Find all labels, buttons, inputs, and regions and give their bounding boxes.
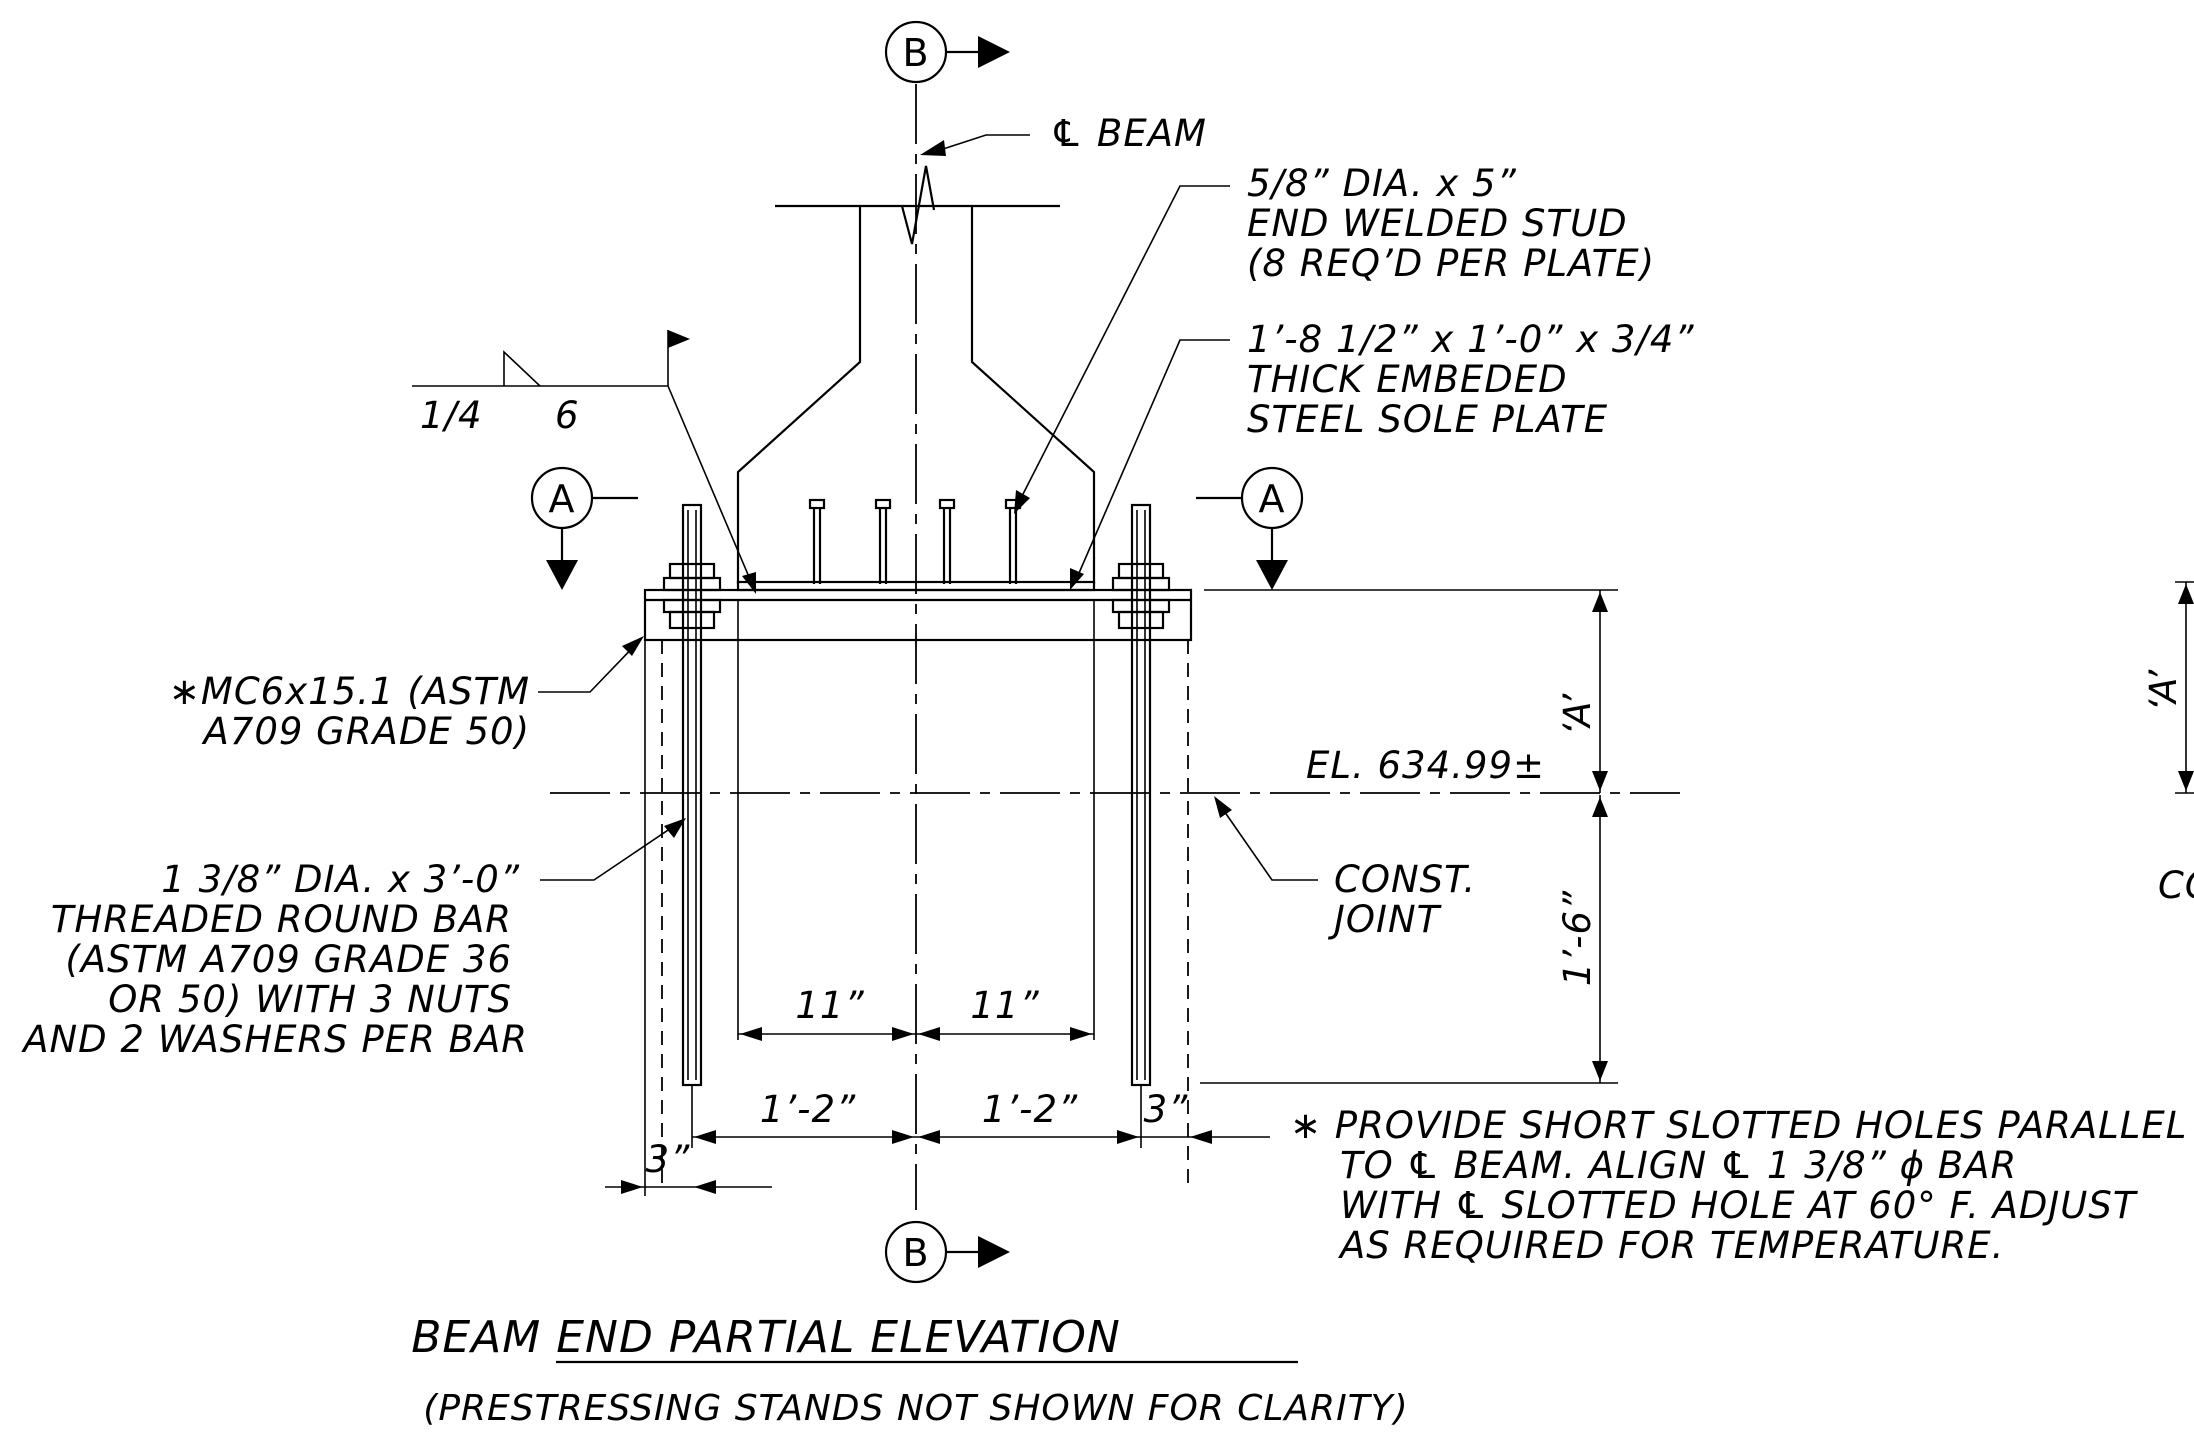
dimension-row-eleven: 11” 11” — [737, 600, 1095, 1041]
welded-studs — [808, 498, 1022, 584]
footnote-line-3: WITH ℄ SLOTTED HOLE AT 60° F. ADJUST — [1340, 1184, 2138, 1227]
footnote-line-2: TO ℄ BEAM. ALIGN ℄ 1 3/8” ϕ BAR — [1340, 1144, 2017, 1187]
stud — [1004, 498, 1022, 584]
dimension-eleven-right: 11” — [970, 984, 1039, 1027]
bar-note-line-4: OR 50) WITH 3 NUTS — [108, 978, 512, 1021]
section-a-right-letter: A — [1259, 477, 1286, 521]
stud — [874, 498, 892, 584]
dimension-three-right: 3” — [1144, 1088, 1189, 1131]
bar-note-line-5: AND 2 WASHERS PER BAR — [21, 1018, 528, 1061]
dimension-one-two-left: 1’-2” — [760, 1088, 856, 1131]
elevation-label: EL. 634.99± — [1306, 744, 1545, 787]
dimension-a-label: ‘A’ — [1556, 692, 1599, 735]
dimension-one-two-right: 1’-2” — [982, 1088, 1078, 1131]
vertical-dimension-a: ‘A’ — [1204, 589, 1618, 793]
bar-note-line-1: 1 3/8” DIA. x 3’-0” — [161, 858, 520, 901]
channel-note-line-2: A709 GRADE 50) — [201, 710, 530, 753]
stud-note-line-2: END WELDED STUD — [1247, 202, 1628, 245]
section-marker-a-left: A — [530, 466, 638, 590]
dimension-eleven-left: 11” — [795, 984, 864, 1027]
weld-length: 6 — [555, 394, 580, 437]
drawing-title: BEAM END PARTIAL ELEVATION — [411, 1312, 1121, 1363]
dimension-row-three-left: 3” — [605, 640, 772, 1196]
slotted-hole-footnote: ∗ PROVIDE SHORT SLOTTED HOLES PARALLEL T… — [1290, 1104, 2187, 1267]
section-b-bottom-letter: B — [902, 1231, 929, 1275]
stud — [808, 498, 826, 584]
section-marker-b-top: B — [884, 20, 1010, 84]
channel-note-line-1: ∗MC6x15.1 (ASTM — [169, 670, 530, 713]
stud-note-line-3: (8 REQ’D PER PLATE) — [1247, 242, 1655, 285]
beam-outline — [736, 165, 1096, 584]
sole-plate-note-line-3: STEEL SOLE PLATE — [1247, 398, 1608, 441]
construction-joint-callout: CONST. JOINT — [1214, 796, 1476, 941]
section-b-top-letter: B — [902, 31, 929, 75]
threaded-bar-callout: 1 3/8” DIA. x 3’-0” THREADED ROUND BAR (… — [21, 818, 686, 1061]
vertical-dimension-depth: 1’-6” — [1200, 795, 1618, 1084]
channel-mc6 — [643, 588, 1193, 1192]
stud-callout: 5/8” DIA. x 5” END WELDED STUD (8 REQ’D … — [1014, 162, 1655, 514]
weld-symbol: 1/4 6 — [412, 330, 756, 594]
sole-plate-callout: 1’-8 1/2” x 1’-0” x 3/4” THICK EMBEDED S… — [1070, 318, 1695, 590]
weld-size: 1/4 — [420, 394, 483, 437]
beam-centerline-label: ℄ BEAM — [1050, 112, 1207, 155]
bar-note-line-2: THREADED ROUND BAR — [51, 898, 512, 941]
const-joint-line-1: CONST. — [1334, 858, 1476, 901]
sole-plate-note-line-1: 1’-8 1/2” x 1’-0” x 3/4” — [1247, 318, 1695, 361]
dimension-row-one-two: 1’-2” 1’-2” 3” — [691, 1085, 1270, 1148]
footnote-line-1: ∗ PROVIDE SHORT SLOTTED HOLES PARALLEL — [1290, 1104, 2187, 1147]
section-marker-b-bottom: B — [884, 1220, 1010, 1284]
threaded-bar-right — [1111, 503, 1171, 1087]
bar-note-line-3: (ASTM A709 GRADE 36 — [65, 938, 512, 981]
threaded-bar-left — [662, 503, 722, 1087]
channel-callout: ∗MC6x15.1 (ASTM A709 GRADE 50) — [169, 636, 644, 753]
const-joint-line-2: JOINT — [1327, 898, 1442, 941]
stud — [938, 498, 956, 584]
adjacent-text-fragment: CO — [2158, 864, 2194, 907]
footnote-line-4: AS REQUIRED FOR TEMPERATURE. — [1338, 1224, 2004, 1267]
section-marker-a-right: A — [1196, 466, 1304, 590]
section-a-left-letter: A — [549, 477, 576, 521]
adjacent-dimension-a: ‘A’ — [2142, 668, 2185, 711]
sole-plate-note-line-2: THICK EMBEDED — [1247, 358, 1568, 401]
stud-note-line-1: 5/8” DIA. x 5” — [1247, 162, 1517, 205]
dimension-depth-label: 1’-6” — [1556, 890, 1599, 986]
dimension-three-left: 3” — [646, 1138, 691, 1181]
beam-centerline-callout: ℄ BEAM — [920, 112, 1207, 156]
drawing-subtitle: (PRESTRESSING STANDS NOT SHOWN FOR CLARI… — [423, 1388, 1408, 1429]
adjacent-view-fragment: ‘A’ CO — [2142, 581, 2194, 907]
